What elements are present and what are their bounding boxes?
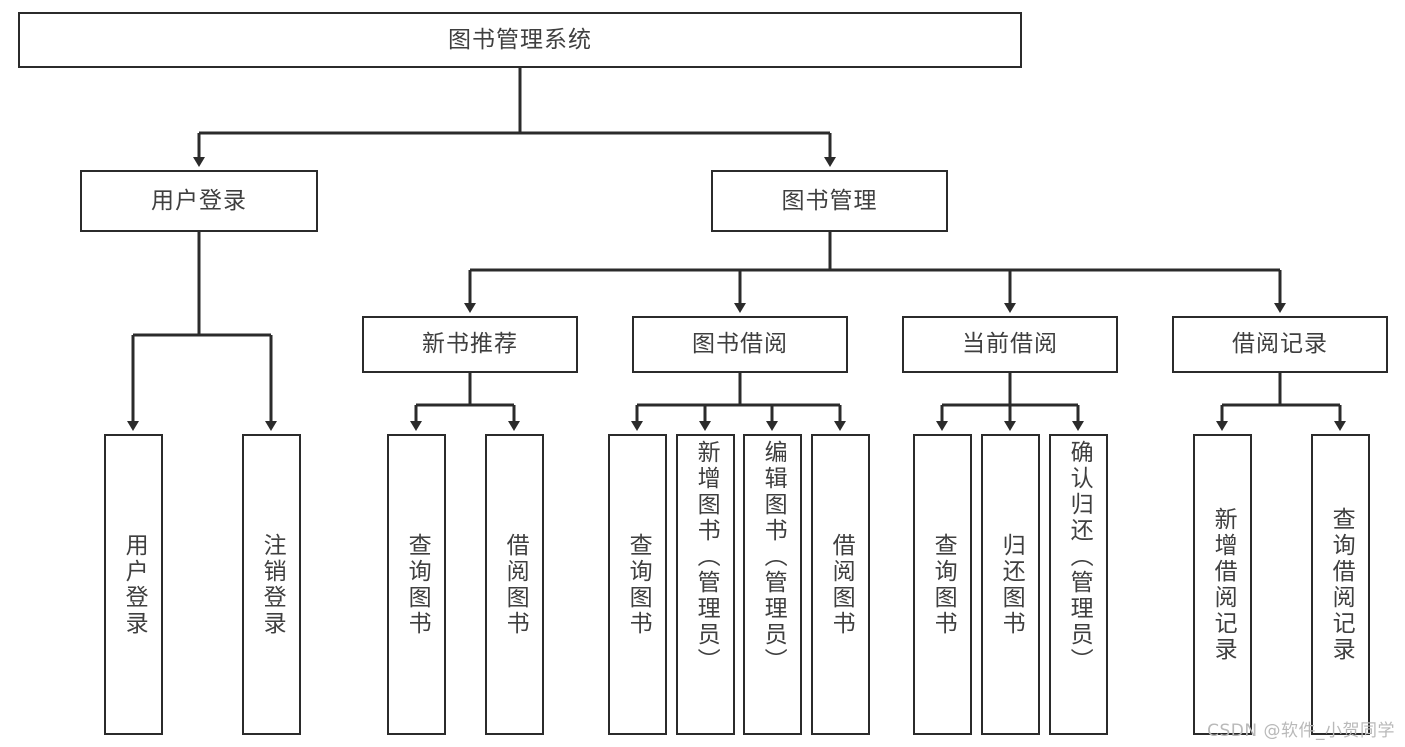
node-borrow-record[interactable]: 借阅记录 xyxy=(1172,316,1388,373)
node-leaf-query-book-1-label: 查询图书 xyxy=(404,532,431,637)
node-leaf-query-book-2-label: 查询图书 xyxy=(625,532,652,637)
node-leaf-return-book[interactable]: 归还图书 xyxy=(981,434,1040,735)
node-new-book-rec-label: 新书推荐 xyxy=(422,331,518,358)
node-book-borrow[interactable]: 图书借阅 xyxy=(632,316,848,373)
node-leaf-query-record[interactable]: 查询借阅记录 xyxy=(1311,434,1370,735)
node-leaf-logout[interactable]: 注销登录 xyxy=(242,434,301,735)
node-root[interactable]: 图书管理系统 xyxy=(18,12,1022,68)
node-book-manage[interactable]: 图书管理 xyxy=(711,170,948,232)
node-leaf-confirm-return[interactable]: 确认归还（管理员） xyxy=(1049,434,1108,735)
node-book-borrow-label: 图书借阅 xyxy=(692,331,788,358)
node-user-login[interactable]: 用户登录 xyxy=(80,170,318,232)
node-leaf-borrow-book-2-label: 借阅图书 xyxy=(828,532,855,637)
node-new-book-rec[interactable]: 新书推荐 xyxy=(362,316,578,373)
watermark-text: CSDN @软件_小贺同学 xyxy=(1207,721,1395,741)
node-leaf-edit-book-label: 编辑图书（管理员） xyxy=(760,440,787,674)
node-leaf-query-book-3[interactable]: 查询图书 xyxy=(913,434,972,735)
node-leaf-confirm-return-label: 确认归还（管理员） xyxy=(1066,440,1093,674)
node-current-borrow[interactable]: 当前借阅 xyxy=(902,316,1118,373)
node-book-manage-label: 图书管理 xyxy=(781,187,878,214)
node-leaf-query-book-1[interactable]: 查询图书 xyxy=(387,434,446,735)
node-borrow-record-label: 借阅记录 xyxy=(1232,331,1328,358)
node-leaf-add-book-label: 新增图书（管理员） xyxy=(693,440,720,674)
node-leaf-user-login-label: 用户登录 xyxy=(121,532,148,637)
node-leaf-borrow-book-1[interactable]: 借阅图书 xyxy=(485,434,544,735)
node-leaf-add-record-label: 新增借阅记录 xyxy=(1210,506,1237,663)
node-leaf-edit-book[interactable]: 编辑图书（管理员） xyxy=(743,434,802,735)
node-leaf-logout-label: 注销登录 xyxy=(259,532,286,637)
node-leaf-borrow-book-2[interactable]: 借阅图书 xyxy=(811,434,870,735)
node-user-login-label: 用户登录 xyxy=(151,187,247,214)
node-leaf-add-book[interactable]: 新增图书（管理员） xyxy=(676,434,735,735)
node-leaf-add-record[interactable]: 新增借阅记录 xyxy=(1193,434,1252,735)
node-leaf-return-book-label: 归还图书 xyxy=(998,532,1025,637)
node-root-label: 图书管理系统 xyxy=(448,26,592,53)
node-current-borrow-label: 当前借阅 xyxy=(962,331,1058,358)
node-leaf-user-login[interactable]: 用户登录 xyxy=(104,434,163,735)
node-leaf-query-book-2[interactable]: 查询图书 xyxy=(608,434,667,735)
node-leaf-query-record-label: 查询借阅记录 xyxy=(1328,506,1355,663)
node-leaf-borrow-book-1-label: 借阅图书 xyxy=(502,532,529,637)
node-leaf-query-book-3-label: 查询图书 xyxy=(930,532,957,637)
